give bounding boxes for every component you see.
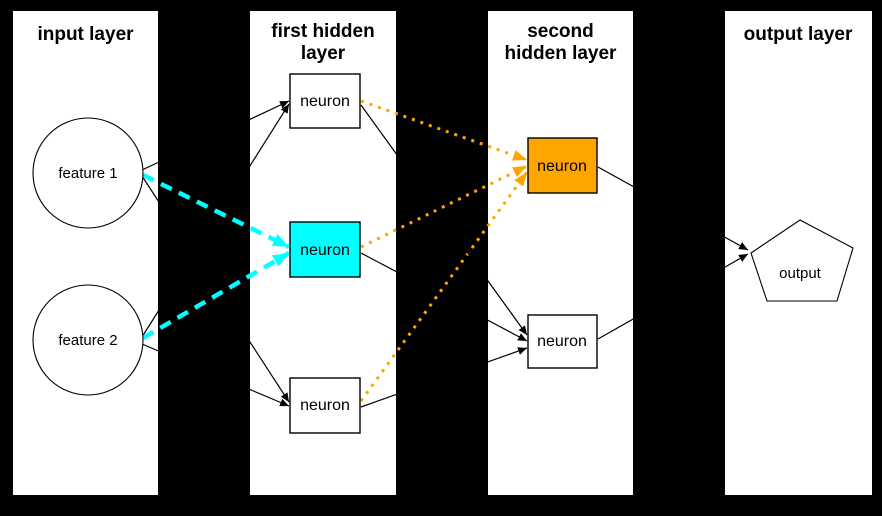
edge-feature1-to-h1bot — [141, 175, 290, 403]
label-h1-bottom: neuron — [300, 397, 350, 414]
edge-h2bot-to-output — [597, 253, 749, 340]
node-h2-top-neuron-orange — [527, 137, 598, 194]
edge-feature2-to-h1bot — [141, 343, 290, 407]
edge-h1mid-to-h2bot — [360, 252, 528, 342]
title-first-hidden-line1: first hidden — [271, 21, 374, 42]
label-feature2: feature 2 — [58, 332, 117, 349]
edge-feature1-to-h1top — [141, 100, 290, 171]
edge-feature2-to-h1mid-cyan — [141, 251, 291, 340]
label-output: output — [779, 265, 822, 282]
node-h2-bottom-neuron — [527, 314, 598, 369]
node-feature2 — [32, 284, 144, 396]
edge-h2top-to-output — [597, 166, 749, 251]
label-h2-bottom: neuron — [537, 333, 587, 350]
title-input-layer: input layer — [37, 24, 134, 45]
title-output-layer: output layer — [744, 24, 853, 45]
label-h2-top: neuron — [537, 158, 587, 175]
panel-second-hidden-layer — [488, 11, 633, 495]
label-feature1: feature 1 — [58, 165, 117, 182]
label-h1-top: neuron — [300, 93, 350, 110]
edge-feature1-to-h1mid-cyan — [142, 172, 290, 250]
node-feature1 — [32, 117, 144, 229]
edge-h1top-to-h2bot — [360, 104, 528, 336]
edge-h1bot-to-h2bot — [360, 347, 528, 408]
edge-feature2-to-h1top — [141, 103, 290, 338]
panel-input-layer — [13, 11, 158, 495]
edge-h1top-to-h2top-orange — [360, 99, 528, 162]
edge-h1mid-to-h2top-orange — [360, 164, 528, 249]
label-h1-mid: neuron — [300, 242, 350, 259]
node-h1-mid-neuron-cyan — [289, 221, 361, 278]
node-output-pentagon — [750, 219, 854, 302]
title-second-hidden-line1: second — [527, 21, 594, 42]
title-first-hidden-line2: layer — [301, 43, 346, 64]
node-h1-top-neuron — [289, 73, 361, 129]
title-second-hidden-line2: hidden layer — [505, 43, 618, 64]
node-h1-bottom-neuron — [289, 377, 361, 434]
edge-h1bot-to-h2top-orange — [359, 171, 529, 402]
